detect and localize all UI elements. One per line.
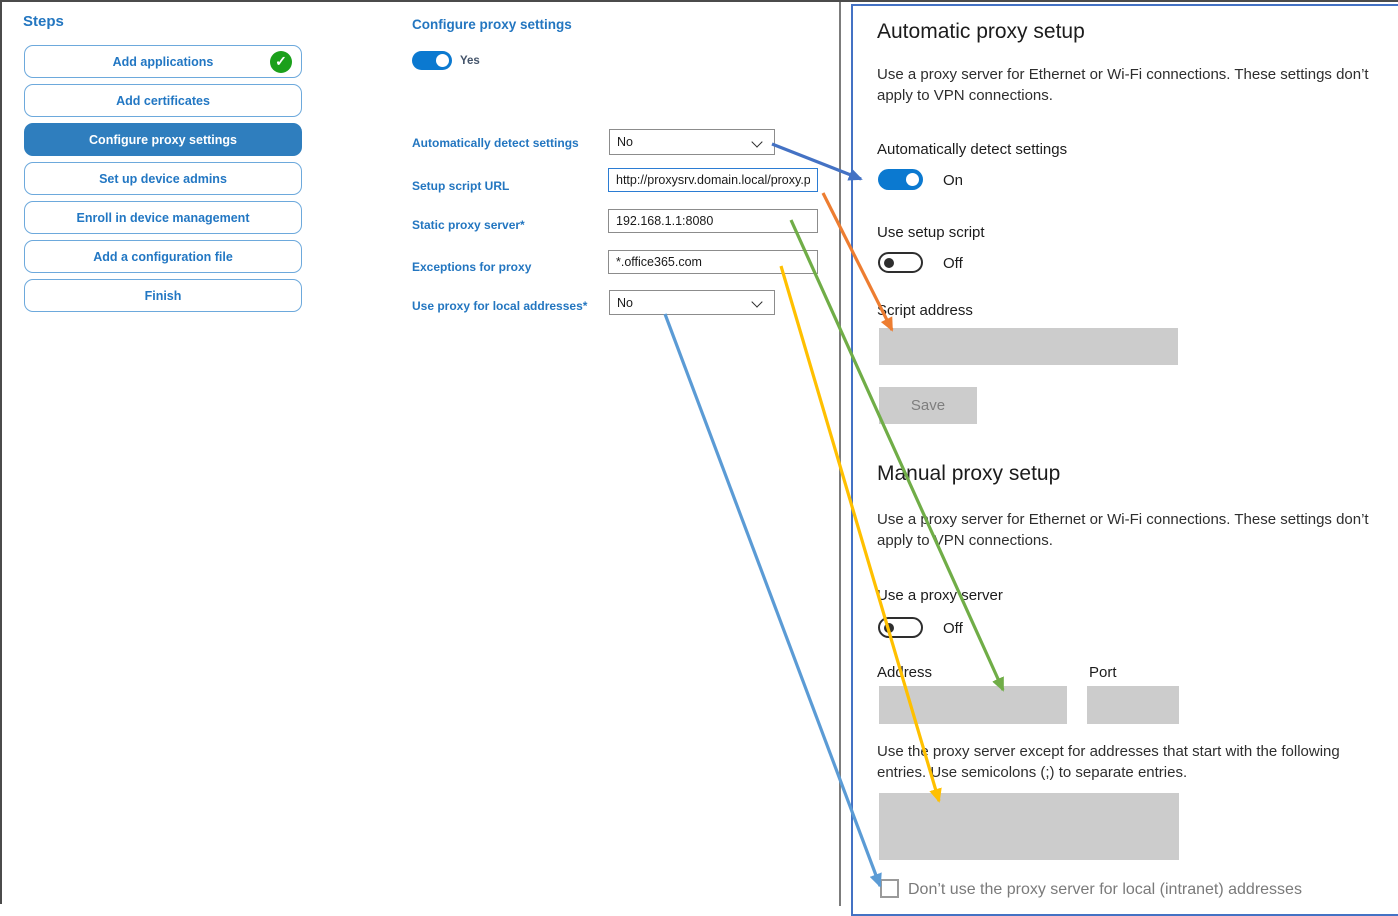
script-address-label: Script address (877, 302, 973, 319)
field-label-exceptions-for-proxy: Exceptions for proxy (412, 260, 532, 274)
toggle-knob (884, 622, 894, 633)
step-label: Finish (144, 288, 182, 303)
use-proxy-server-toggle-state: Off (943, 620, 963, 637)
detect-settings-toggle[interactable] (878, 169, 923, 190)
use-proxy-server-label: Use a proxy server (877, 587, 1003, 604)
configure-proxy-toggle-state: Yes (460, 55, 480, 67)
sidebar-item-configure-proxy-settings[interactable]: Configure proxy settings (24, 123, 302, 156)
local-addresses-checkbox-label: Don’t use the proxy server for local (in… (908, 881, 1302, 898)
proxy-port-input[interactable] (1087, 686, 1179, 724)
local-addresses-arrow (663, 313, 882, 888)
field-label-setup-script-url: Setup script URL (412, 179, 510, 193)
proxy-exceptions-description: Use the proxy server except for addresse… (877, 743, 1340, 781)
use-setup-script-label: Use setup script (877, 224, 985, 241)
chevron-down-icon (751, 136, 763, 148)
step-label: Enroll in device management (76, 210, 250, 225)
toggle-knob (906, 173, 919, 186)
step-label: Configure proxy settings (89, 132, 237, 147)
field-label-automatically-detect-settings: Automatically detect settings (412, 136, 579, 150)
selected-value: No (617, 295, 633, 310)
automatically-detect-settings-select[interactable]: No (609, 129, 775, 155)
panel-divider (839, 2, 841, 906)
step-label: Add a configuration file (93, 249, 233, 264)
exceptions-for-proxy-input[interactable] (608, 250, 818, 274)
page-title: Configure proxy settings (412, 17, 572, 32)
manual-proxy-setup-heading: Manual proxy setup (877, 462, 1061, 485)
use-setup-script-toggle[interactable] (878, 252, 923, 273)
address-label: Address (877, 664, 933, 681)
sidebar-item-enroll-in-device-management[interactable]: Enroll in device management (24, 201, 302, 234)
completed-check-icon (270, 50, 292, 73)
sidebar-item-set-up-device-admins[interactable]: Set up device admins (24, 162, 302, 195)
static-proxy-server-input[interactable] (608, 209, 818, 233)
proxy-exceptions-textarea[interactable] (879, 793, 1179, 860)
use-proxy-server-toggle[interactable] (878, 617, 923, 638)
toggle-knob (884, 257, 894, 268)
use-setup-script-toggle-state: Off (943, 255, 963, 272)
step-label: Add certificates (116, 93, 210, 108)
step-label: Set up device admins (99, 171, 227, 186)
local-addresses-checkbox[interactable] (880, 879, 899, 898)
sidebar-item-finish[interactable]: Finish (24, 279, 302, 312)
proxy-address-input[interactable] (879, 686, 1067, 724)
manual-proxy-description: Use a proxy server for Ethernet or Wi-Fi… (877, 511, 1369, 549)
field-label-static-proxy-server: Static proxy server* (412, 218, 525, 232)
setup-script-url-input[interactable] (608, 168, 818, 192)
chevron-down-icon (751, 296, 763, 308)
automatic-proxy-description: Use a proxy server for Ethernet or Wi-Fi… (877, 66, 1369, 104)
automatic-proxy-setup-heading: Automatic proxy setup (877, 20, 1085, 43)
configure-proxy-toggle[interactable] (412, 51, 452, 70)
selected-value: No (617, 135, 633, 149)
sidebar-item-add-certificates[interactable]: Add certificates (24, 84, 302, 117)
detect-settings-toggle-state: On (943, 172, 964, 189)
save-button[interactable]: Save (879, 387, 977, 424)
port-label: Port (1089, 664, 1117, 681)
use-proxy-for-local-addresses-select[interactable]: No (609, 290, 775, 315)
sidebar-item-add-a-configuration-file[interactable]: Add a configuration file (24, 240, 302, 273)
detect-settings-label: Automatically detect settings (877, 141, 1068, 158)
toggle-knob (436, 54, 449, 67)
sidebar-item-add-applications[interactable]: Add applications (24, 45, 302, 78)
field-label-use-proxy-for-local-addresses: Use proxy for local addresses* (412, 299, 588, 313)
script-address-input[interactable] (879, 328, 1178, 365)
steps-panel-title: Steps (23, 13, 64, 30)
step-label: Add applications (112, 54, 214, 69)
